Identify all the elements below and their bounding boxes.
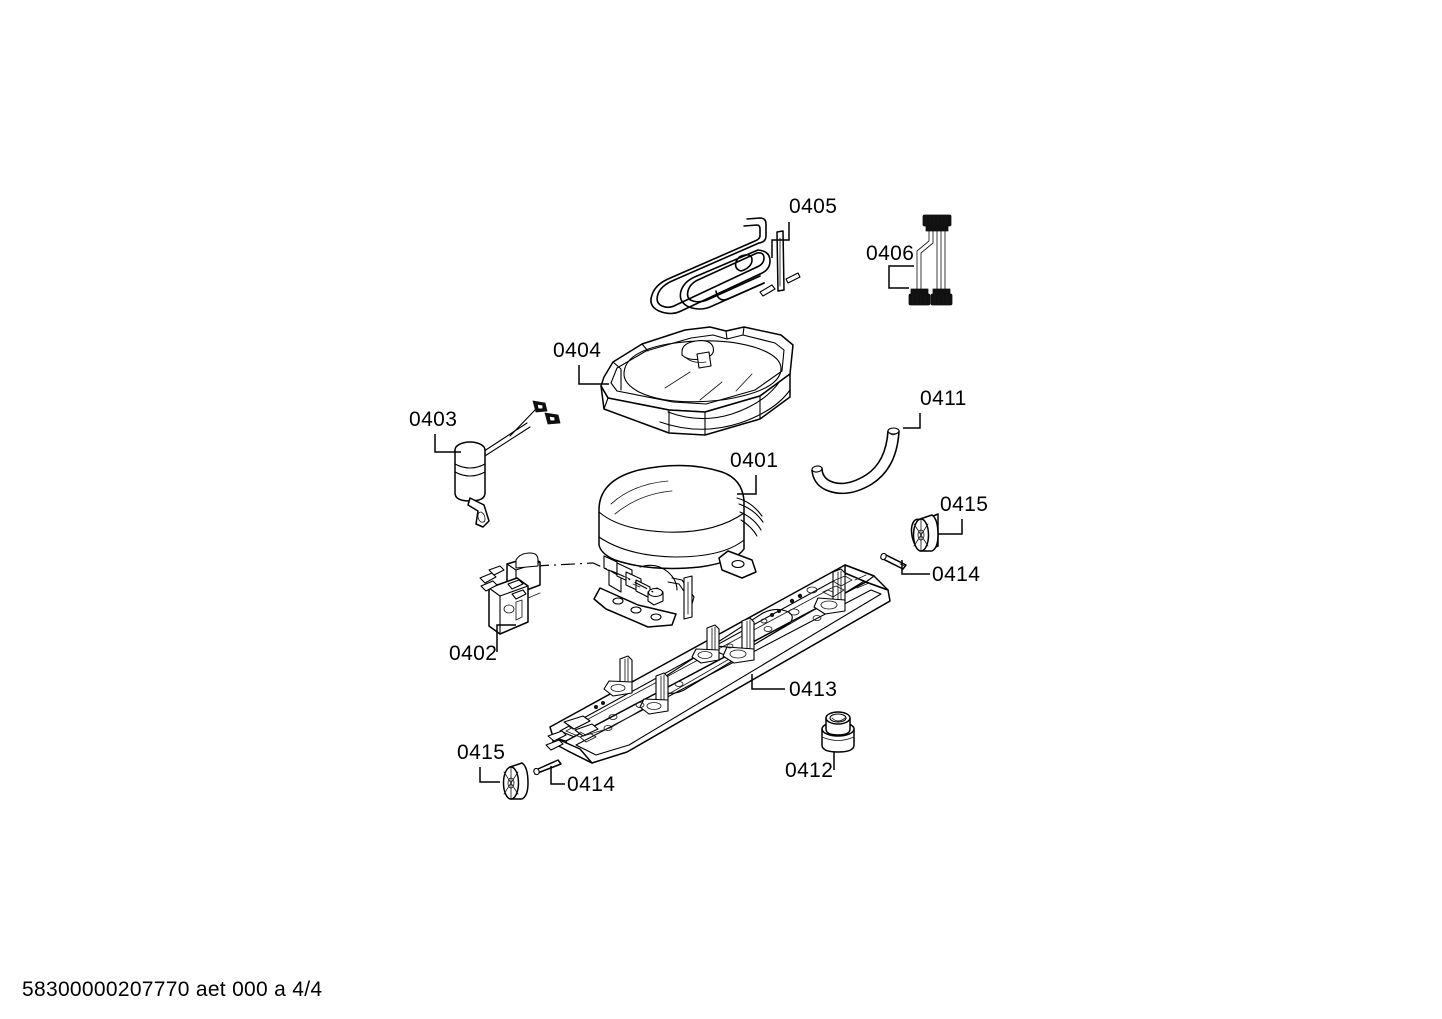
callout-label-0414-left: 0414 — [567, 773, 615, 796]
callout-label-0403: 0403 — [409, 408, 457, 431]
rail-tab — [722, 617, 755, 664]
leader-0414-left — [550, 766, 565, 785]
part-0401-compressor — [593, 464, 764, 628]
part-0402-start-relay — [479, 552, 541, 635]
rail-tab — [639, 672, 669, 715]
callout-label-0415-left: 0415 — [457, 741, 505, 764]
callout-label-0404: 0404 — [553, 339, 601, 362]
rail-tab — [691, 624, 720, 664]
callout-label-0414-right: 0414 — [932, 563, 980, 586]
leader-0411 — [903, 413, 921, 429]
callout-label-0413: 0413 — [789, 678, 837, 701]
part-0404-evaporation-tray — [600, 326, 794, 436]
leader-0406 — [888, 265, 914, 289]
part-0415-grommet-right — [910, 513, 939, 552]
part-0405-defrost-heater — [650, 217, 801, 315]
callout-labels: 0405 0406 0404 0403 0411 0401 0415 0414 … — [409, 195, 988, 796]
part-0411-drain-hose — [811, 427, 900, 495]
leader-0402 — [496, 624, 516, 652]
drawing-footer-code: 58300000207770 aet 000 a 4/4 — [22, 978, 322, 1001]
callout-label-0411: 0411 — [920, 387, 967, 410]
leader-0414-right — [901, 560, 930, 575]
assembly-line-0402 — [534, 562, 656, 594]
rail-tab — [603, 655, 633, 697]
part-0413-mounting-rail — [545, 564, 891, 764]
leader-0404 — [578, 365, 609, 385]
callout-label-0406: 0406 — [866, 242, 914, 265]
leader-lines — [434, 222, 963, 785]
part-0406-wiring-harness — [908, 214, 953, 306]
rail-tab — [813, 568, 846, 615]
leader-0405 — [771, 222, 790, 258]
leader-0401 — [737, 475, 757, 495]
part-0414-pin-left — [533, 759, 562, 776]
callout-label-0401: 0401 — [730, 449, 778, 472]
callout-label-0402: 0402 — [449, 642, 497, 665]
leader-0413 — [751, 674, 785, 690]
leader-0403 — [434, 434, 461, 453]
part-0414-pin-right — [880, 552, 907, 570]
part-0415-grommet-left — [502, 762, 529, 800]
callout-label-0405: 0405 — [789, 195, 837, 218]
callout-label-0415-right: 0415 — [940, 493, 988, 516]
leader-0415-left — [479, 767, 500, 783]
leader-0415-right — [938, 519, 963, 535]
callout-label-0412: 0412 — [785, 759, 833, 782]
part-0412-rubber-foot — [821, 711, 855, 753]
part-0403-capacitor — [454, 400, 561, 528]
